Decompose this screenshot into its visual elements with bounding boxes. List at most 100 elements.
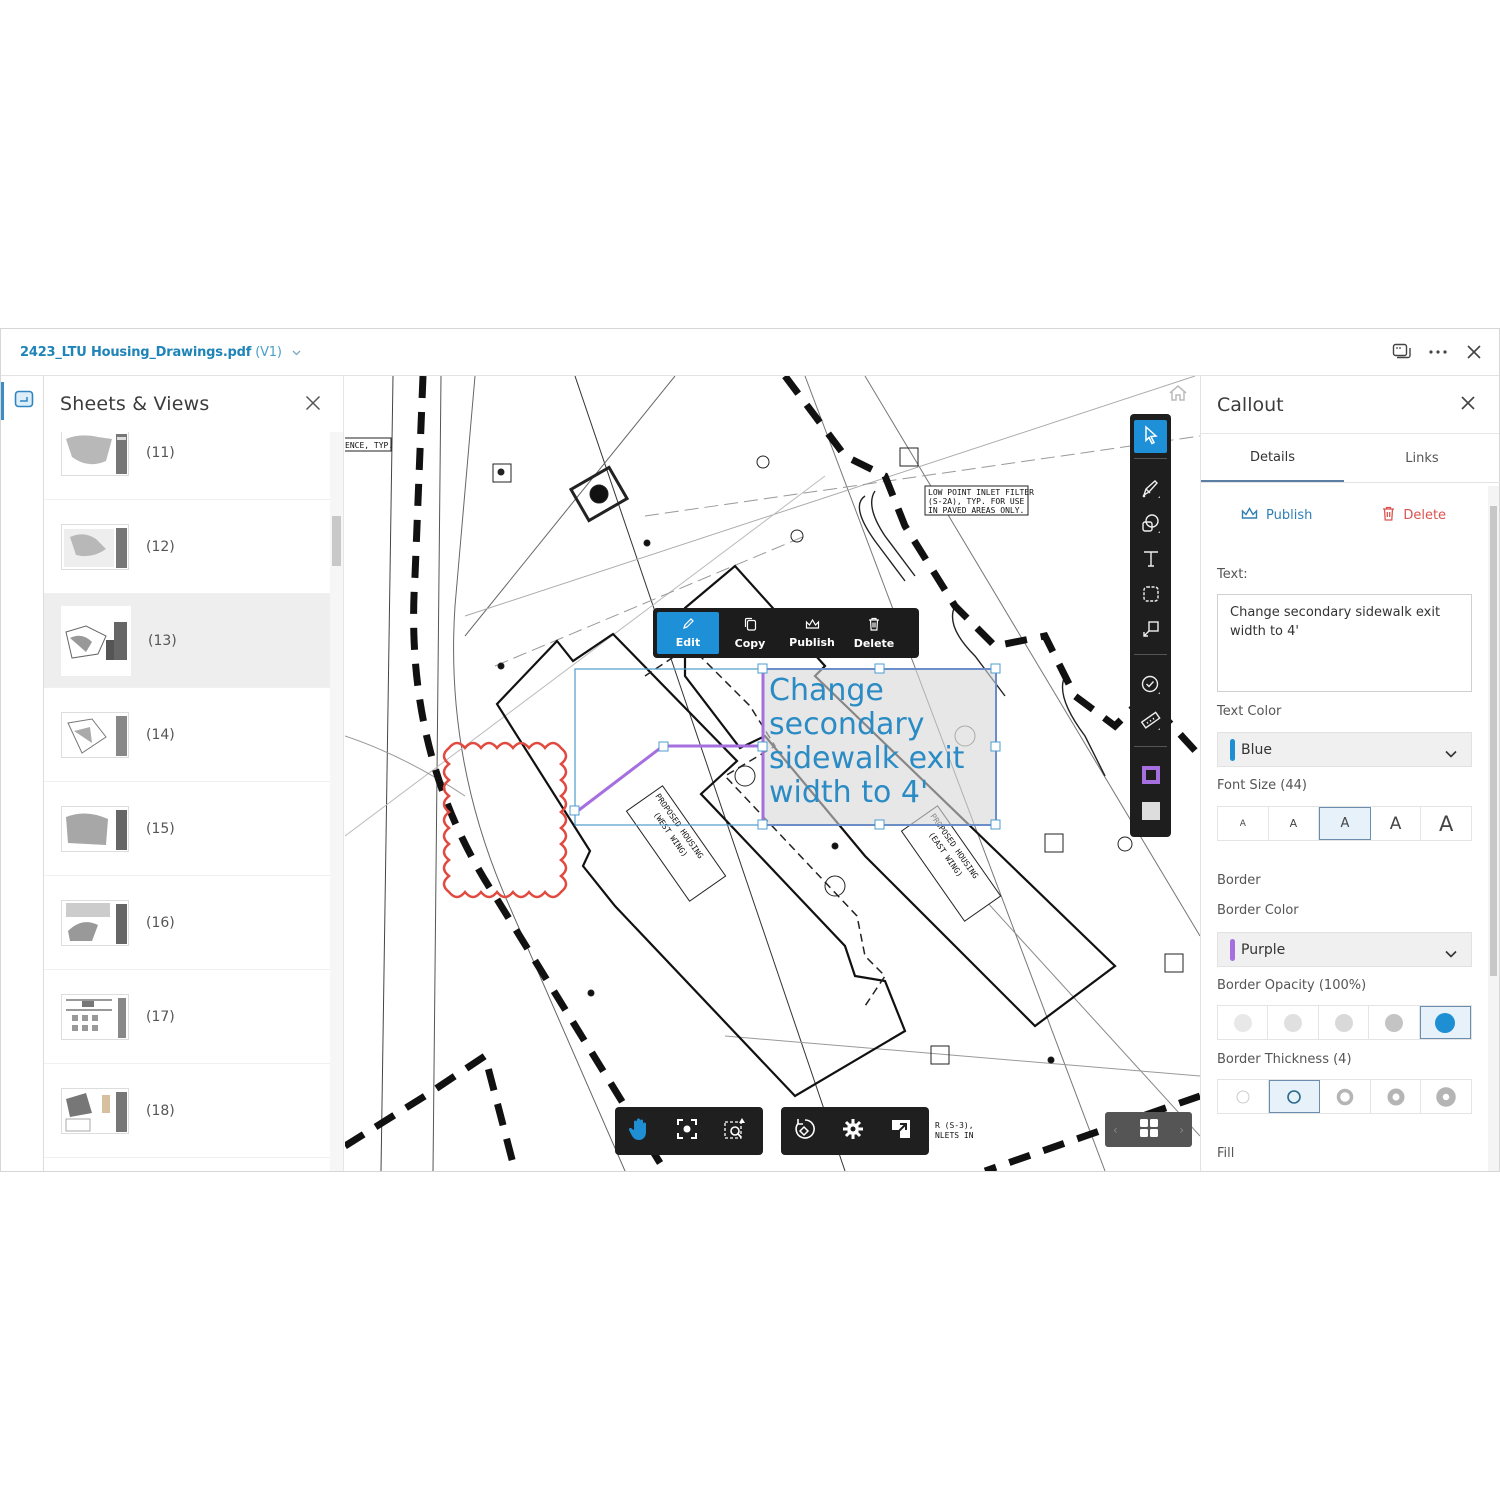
text-color-select[interactable]: Blue <box>1217 732 1472 767</box>
drawing-note-fence: ENCE, TYP. <box>345 441 393 450</box>
sheet-item[interactable]: (14) <box>44 688 331 782</box>
revision-cloud <box>442 741 568 899</box>
chevron-down-icon <box>1445 743 1457 762</box>
sheet-label: (11) <box>146 444 175 461</box>
cloud-tool[interactable] <box>1134 579 1167 612</box>
measure-tool[interactable] <box>1134 706 1167 739</box>
fill-color-tool[interactable] <box>1134 796 1167 829</box>
select-tool[interactable] <box>1134 420 1167 453</box>
border-thickness-selector <box>1217 1079 1472 1114</box>
crown-icon <box>805 618 820 633</box>
settings-button[interactable] <box>829 1111 877 1151</box>
fit-view-button[interactable] <box>663 1111 711 1151</box>
tab-links[interactable]: Links <box>1405 450 1439 466</box>
publish-button[interactable]: Publish <box>781 612 843 654</box>
scrollbar-thumb[interactable] <box>1490 506 1497 976</box>
border-color-label: Border Color <box>1217 903 1299 918</box>
sheet-item[interactable]: (12) <box>44 500 331 594</box>
callout-properties-panel: Callout Details Links Publish Delete Tex… <box>1200 376 1500 1171</box>
fullscreen-button[interactable] <box>877 1111 925 1151</box>
sheet-item-selected[interactable]: (13) <box>44 594 331 688</box>
sheet-item[interactable]: (17) <box>44 970 331 1064</box>
opacity-option-60[interactable] <box>1318 1006 1370 1039</box>
next-page-button[interactable]: › <box>1179 1122 1184 1137</box>
home-view-icon[interactable] <box>1168 384 1188 406</box>
sheet-thumbnail <box>61 523 129 570</box>
color-swatch <box>1230 738 1235 761</box>
close-panel-icon[interactable] <box>1461 395 1477 411</box>
freehand-tool[interactable] <box>1134 474 1167 507</box>
settings-icon <box>842 1118 864 1144</box>
font-size-l[interactable]: A <box>1370 807 1422 840</box>
thickness-option-5[interactable] <box>1421 1080 1471 1113</box>
stamp-tool[interactable] <box>1134 670 1167 703</box>
zoom-window-icon <box>723 1117 747 1145</box>
text-tool[interactable] <box>1134 544 1167 577</box>
delete-button[interactable]: Delete <box>843 612 905 654</box>
border-color-tool[interactable] <box>1134 760 1167 793</box>
chevron-down-icon[interactable] <box>292 348 301 356</box>
copy-icon <box>744 617 757 634</box>
thickness-option-1[interactable] <box>1218 1080 1269 1113</box>
compare-icon[interactable] <box>1391 341 1413 363</box>
scrollbar-thumb[interactable] <box>332 516 341 566</box>
more-icon[interactable] <box>1427 341 1449 363</box>
drawing-viewer[interactable]: ENCE, TYP. LOW POINT INLET FILTER (S-2A)… <box>345 376 1200 1171</box>
border-color-select[interactable]: Purple <box>1217 932 1472 967</box>
close-panel-icon[interactable] <box>305 395 323 413</box>
font-size-xs[interactable]: A <box>1218 807 1269 840</box>
delete-button[interactable]: Delete <box>1382 506 1446 525</box>
sheet-thumbnail <box>61 711 129 758</box>
sheet-thumbnail <box>61 899 129 946</box>
opacity-option-100[interactable] <box>1419 1006 1472 1039</box>
sheet-item[interactable]: (15) <box>44 782 331 876</box>
fullscreen-icon <box>891 1119 911 1143</box>
opacity-option-80[interactable] <box>1369 1006 1420 1039</box>
zoom-window-button[interactable] <box>711 1111 759 1151</box>
sheet-list: (11) (12) (13) (14) <box>44 432 331 1171</box>
edit-button[interactable]: Edit <box>657 612 719 654</box>
close-icon[interactable] <box>1463 341 1485 363</box>
tab-details[interactable]: Details <box>1201 434 1344 482</box>
sheet-label: (18) <box>146 1102 175 1119</box>
view-toolbar <box>781 1107 929 1155</box>
thickness-option-2[interactable] <box>1268 1080 1321 1113</box>
thickness-option-3[interactable] <box>1320 1080 1371 1113</box>
panel-title: Callout <box>1201 376 1499 434</box>
copy-button[interactable]: Copy <box>719 612 781 654</box>
prev-page-button[interactable]: ‹ <box>1113 1122 1118 1137</box>
border-thickness-label: Border Thickness (4) <box>1217 1052 1352 1067</box>
text-color-label: Text Color <box>1217 704 1282 719</box>
color-swatch <box>1230 938 1235 961</box>
font-size-s[interactable]: A <box>1268 807 1320 840</box>
grid-icon[interactable] <box>1139 1118 1159 1141</box>
markup-app: 2423_LTU Housing_Drawings.pdf(V1) Sheets… <box>0 328 1500 1172</box>
thickness-option-4[interactable] <box>1370 1080 1422 1113</box>
sheet-label: (12) <box>146 538 175 555</box>
trash-icon <box>1382 506 1395 525</box>
trash-icon <box>868 617 880 634</box>
callout-text-input[interactable]: Change secondary sidewalk exit width to … <box>1217 594 1472 692</box>
text-label: Text: <box>1217 567 1248 582</box>
panel-title: Sheets & Views <box>60 393 210 415</box>
opacity-option-40[interactable] <box>1268 1006 1319 1039</box>
sheet-item[interactable]: (18) <box>44 1064 331 1158</box>
callout-tool[interactable] <box>1134 614 1167 647</box>
sheet-item[interactable]: (16) <box>44 876 331 970</box>
callout-text[interactable]: Change secondary sidewalk exit width to … <box>769 673 965 810</box>
sheet-label: (16) <box>146 914 175 931</box>
rotate-button[interactable] <box>781 1111 829 1151</box>
properties-scrollbar[interactable] <box>1488 486 1499 1171</box>
sheet-list-scrollbar[interactable] <box>330 432 343 1171</box>
shapes-tool[interactable] <box>1134 509 1167 542</box>
opacity-option-20[interactable] <box>1218 1006 1269 1039</box>
document-title[interactable]: 2423_LTU Housing_Drawings.pdf(V1) <box>20 344 282 360</box>
publish-button[interactable]: Publish <box>1241 506 1312 525</box>
font-size-m[interactable]: A <box>1319 807 1371 840</box>
font-size-xl[interactable]: A <box>1421 807 1471 840</box>
callout-icon <box>1141 619 1161 643</box>
pan-tool[interactable] <box>615 1111 663 1151</box>
sheets-views-toggle[interactable] <box>1 382 44 420</box>
sheet-item[interactable]: (11) <box>44 432 331 500</box>
left-rail <box>1 376 44 1171</box>
